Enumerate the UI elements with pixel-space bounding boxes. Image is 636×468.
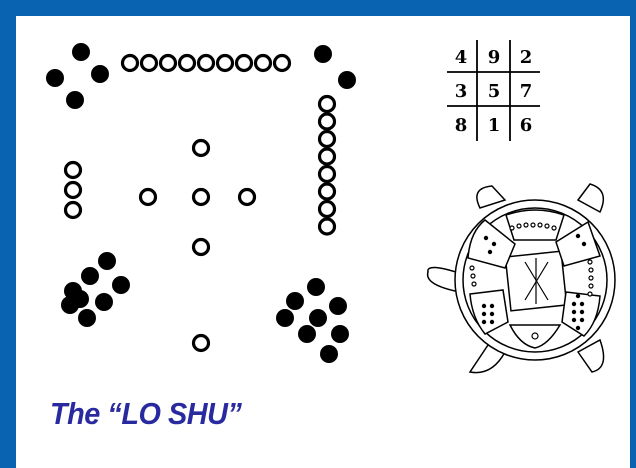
- black-dot: [338, 71, 356, 89]
- magic-square-cell: 7: [520, 81, 533, 102]
- white-dot: [317, 164, 337, 184]
- black-dot: [307, 278, 325, 296]
- magic-square-cell: 4: [455, 47, 468, 68]
- white-dot: [177, 53, 197, 73]
- black-dot: [81, 267, 99, 285]
- white-dot: [191, 187, 211, 207]
- frame-top-bar: [0, 0, 636, 16]
- black-dot: [331, 325, 349, 343]
- black-dot: [320, 345, 338, 363]
- magic-square-cell: 5: [488, 81, 501, 102]
- black-dot: [61, 296, 79, 314]
- white-dot: [317, 217, 337, 236]
- white-dot: [317, 94, 337, 114]
- white-dot: [234, 53, 254, 73]
- white-dot: [253, 53, 273, 73]
- black-dot: [78, 309, 96, 327]
- white-dot: [272, 53, 292, 73]
- white-dot: [191, 237, 211, 257]
- white-dot: [158, 53, 178, 73]
- white-dot: [317, 112, 337, 131]
- black-dot: [72, 43, 90, 61]
- white-dot: [139, 53, 159, 73]
- frame-right-bar: [630, 0, 636, 468]
- white-dot: [120, 53, 140, 73]
- magic-square-cell: 9: [488, 47, 501, 68]
- black-dot: [276, 309, 294, 327]
- magic-square-cell: 3: [455, 81, 468, 102]
- white-dot: [317, 182, 337, 201]
- black-dot: [286, 292, 304, 310]
- black-dot: [112, 276, 130, 294]
- white-dot: [63, 200, 83, 220]
- black-dot: [298, 325, 316, 343]
- white-dot: [63, 160, 83, 180]
- white-dot: [215, 53, 235, 73]
- black-dot: [95, 293, 113, 311]
- black-dot: [46, 69, 64, 87]
- magic-square-cell: 8: [455, 115, 468, 136]
- frame-left-bar: [0, 0, 16, 468]
- magic-square-cell: 1: [488, 115, 501, 136]
- white-dot: [196, 53, 216, 73]
- black-dot: [309, 309, 327, 327]
- white-dot: [317, 147, 337, 166]
- white-dot: [63, 180, 83, 200]
- white-dot: [138, 187, 158, 207]
- white-dot: [317, 199, 337, 219]
- black-dot: [91, 65, 109, 83]
- black-dot: [314, 45, 332, 63]
- slide-title: The “LO SHU”: [50, 396, 242, 431]
- magic-square-cell: 6: [520, 115, 533, 136]
- magic-square-cell: 2: [520, 47, 533, 68]
- white-dot: [237, 187, 257, 207]
- black-dot: [66, 91, 84, 109]
- white-dot: [317, 129, 337, 149]
- white-dot: [191, 138, 211, 158]
- black-dot: [98, 252, 116, 270]
- white-dot: [191, 333, 211, 353]
- black-dot: [329, 297, 347, 315]
